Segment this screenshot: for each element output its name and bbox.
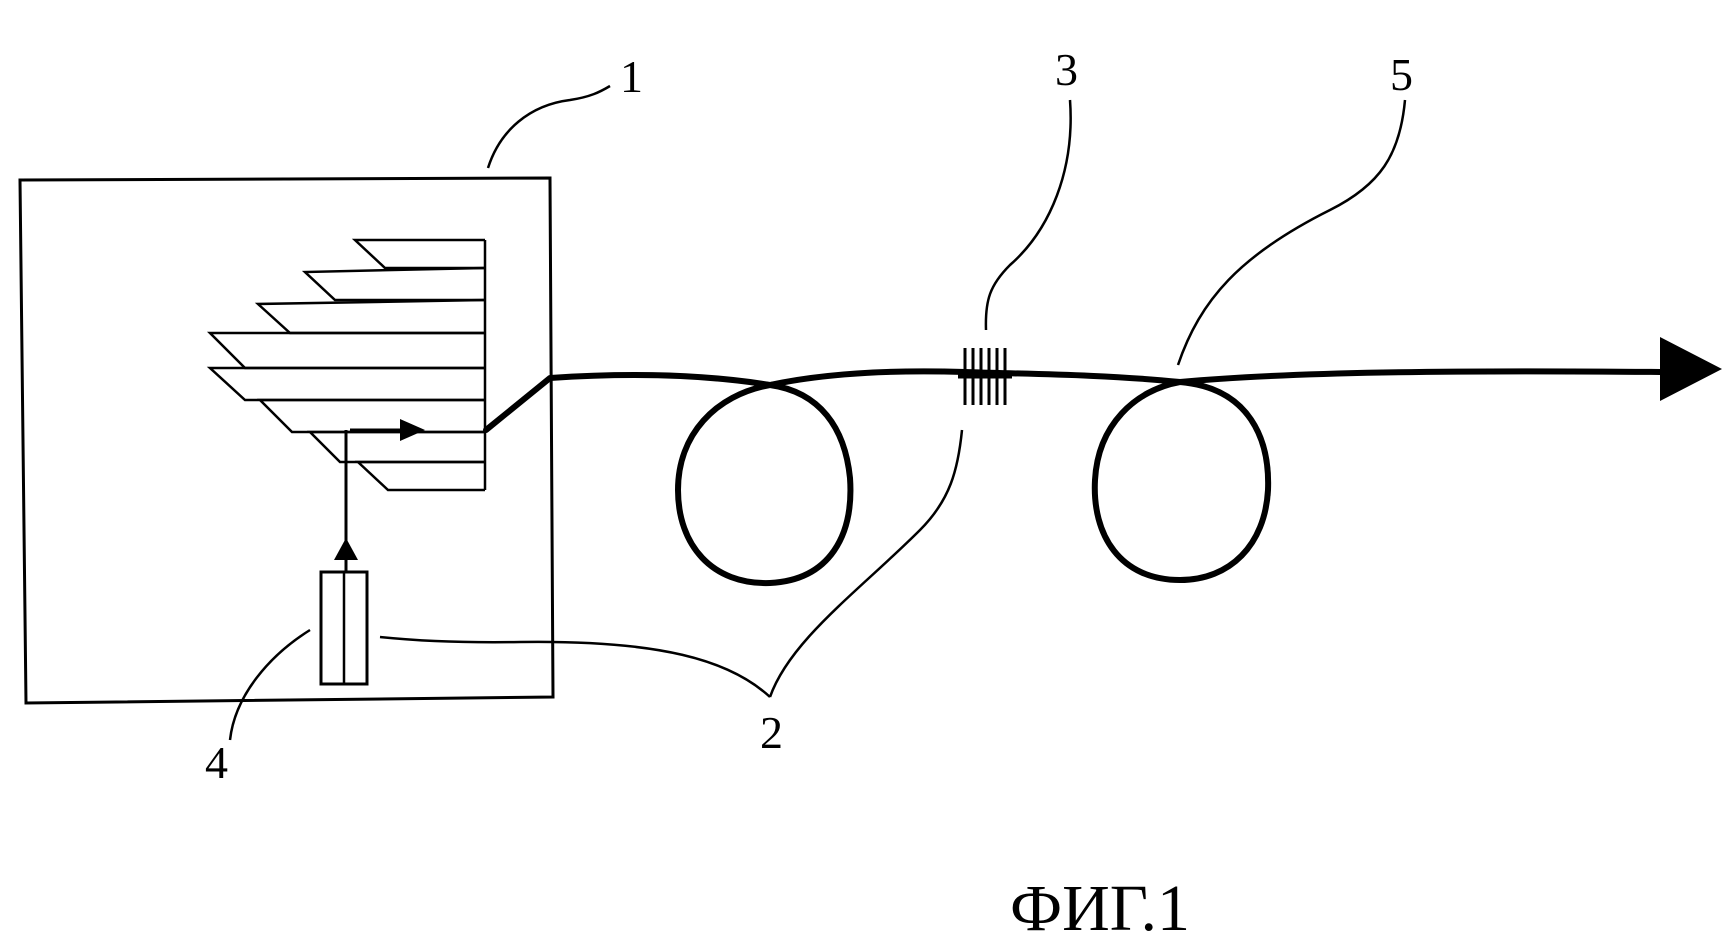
leader-lines bbox=[230, 86, 1405, 740]
label-3: 3 bbox=[1055, 44, 1078, 95]
leader-2b bbox=[770, 430, 962, 697]
output-arrow-icon bbox=[1660, 337, 1722, 401]
stack-plate bbox=[260, 400, 485, 432]
label-5: 5 bbox=[1390, 49, 1413, 100]
stack-plate bbox=[258, 300, 485, 333]
stack-plate bbox=[210, 368, 485, 400]
label-4: 4 bbox=[205, 737, 228, 788]
leader-5 bbox=[1178, 100, 1405, 365]
label-1: 1 bbox=[620, 51, 643, 102]
leader-3 bbox=[986, 100, 1071, 330]
pump-arrow-up-icon bbox=[334, 538, 358, 560]
leader-4 bbox=[230, 630, 310, 740]
bragg-grating bbox=[958, 348, 1012, 405]
stack-plate bbox=[358, 462, 485, 490]
stack-plate bbox=[210, 333, 485, 368]
leader-2a bbox=[380, 637, 770, 697]
label-2: 2 bbox=[760, 707, 783, 758]
figure-caption: ФИГ.1 bbox=[1010, 872, 1190, 944]
pump-source bbox=[321, 430, 367, 684]
stack-plate bbox=[305, 268, 485, 300]
housing-block bbox=[20, 178, 553, 703]
internal-beam bbox=[350, 419, 425, 441]
stack-plate bbox=[355, 240, 485, 268]
internal-beam-arrow-icon bbox=[400, 419, 425, 441]
housing-outline bbox=[20, 178, 553, 703]
fiber-path bbox=[486, 371, 1660, 583]
optical-fiber bbox=[486, 371, 1660, 583]
leader-1 bbox=[488, 86, 610, 168]
stack-plate bbox=[310, 432, 485, 462]
